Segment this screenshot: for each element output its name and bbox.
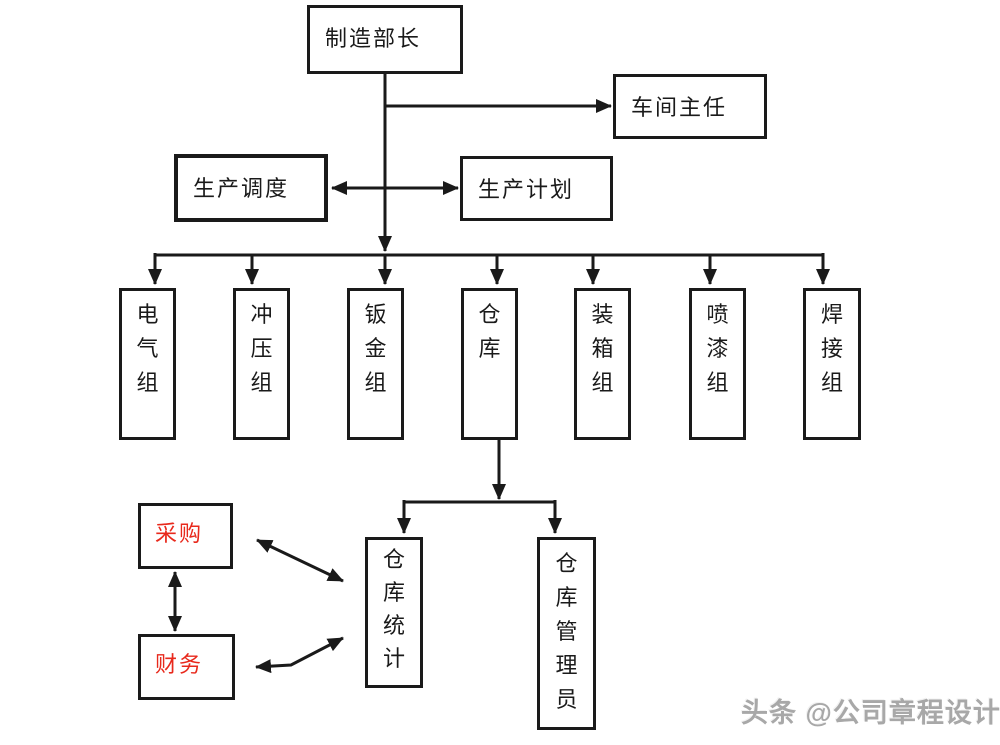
node-label: 焊接组 [820, 302, 843, 395]
node-label: 冲压组 [250, 302, 273, 395]
node-label: 钣金组 [364, 302, 387, 395]
node-label: 生产计划 [478, 177, 575, 202]
node-label: 制造部长 [325, 26, 422, 51]
node-label: 仓库统计 [382, 547, 405, 671]
node-warehouse-statistics: 仓库统计 [365, 537, 423, 688]
node-production-scheduling: 生产调度 [174, 154, 328, 222]
node-painting-group: 喷漆组 [689, 288, 746, 440]
node-procurement: 采购 [138, 503, 233, 569]
node-label: 装箱组 [591, 302, 614, 395]
node-stamping-group: 冲压组 [233, 288, 290, 440]
node-warehouse: 仓库 [461, 288, 518, 440]
node-label: 生产调度 [193, 176, 290, 201]
connector-finance-statistics-double-arrow [255, 636, 344, 674]
node-production-planning: 生产计划 [460, 156, 613, 221]
node-workshop-director: 车间主任 [613, 74, 767, 139]
node-warehouse-manager: 仓库管理员 [537, 537, 596, 730]
node-label: 采购 [155, 521, 204, 546]
node-manufacturing-director: 制造部长 [307, 5, 463, 74]
node-electrical-group: 电气组 [119, 288, 176, 440]
node-sheetmetal-group: 钣金组 [347, 288, 404, 440]
node-label: 仓库管理员 [555, 551, 578, 712]
node-packing-group: 装箱组 [574, 288, 631, 440]
node-finance: 财务 [138, 634, 235, 700]
node-label: 仓库 [478, 302, 501, 361]
connector-procurement-statistics-double-arrow [256, 538, 344, 583]
node-label: 财务 [155, 652, 204, 677]
node-label: 喷漆组 [706, 302, 729, 395]
node-label: 电气组 [136, 302, 159, 395]
node-welding-group: 焊接组 [803, 288, 861, 440]
node-label: 车间主任 [631, 95, 728, 120]
watermark-text: 头条 @公司章程设计 [741, 698, 1000, 728]
